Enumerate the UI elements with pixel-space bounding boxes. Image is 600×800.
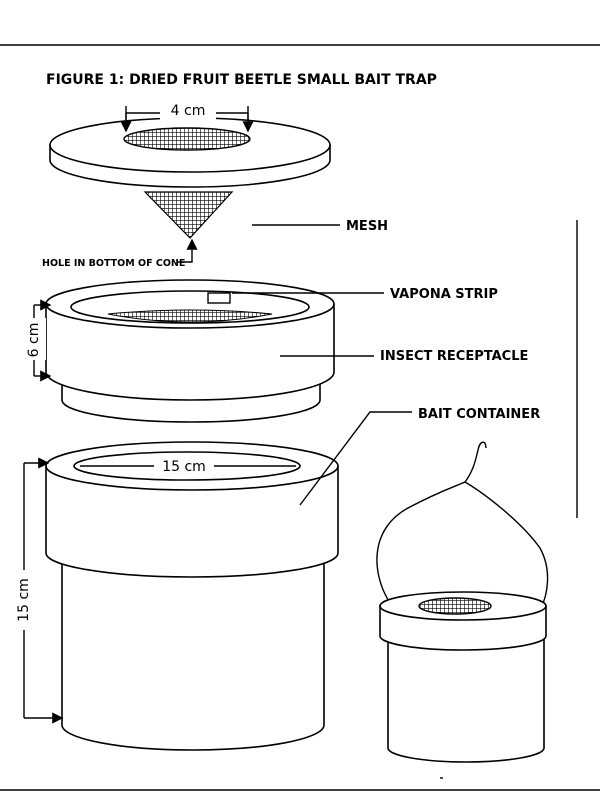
dim-15cm-width-label: 15 cm (162, 459, 206, 475)
mesh-cone (143, 191, 234, 239)
dim-4cm-label: 4 cm (171, 103, 206, 119)
dim-6cm-label: 6 cm (26, 323, 42, 358)
vapona-strip (207, 292, 231, 304)
bait-container: 15 cm 15 cm (10, 441, 339, 751)
insect-receptacle: 6 cm (22, 279, 335, 423)
hanger-hook (464, 441, 487, 483)
hole-leader (178, 238, 198, 263)
label-receptacle: INSECT RECEPTACLE (380, 349, 528, 364)
container-lower-body (61, 559, 325, 751)
label-mesh: MESH (346, 219, 388, 234)
dim-15cm-height-label: 15 cm (16, 578, 32, 622)
assembled-trap (376, 441, 549, 779)
assembled-mesh (418, 597, 492, 615)
container-upper-band (45, 465, 339, 578)
receptacle-mesh-floor (107, 309, 273, 323)
bait-leader (299, 411, 412, 506)
receptacle-body (45, 303, 335, 401)
lid-assembly: 4 cm (49, 100, 331, 239)
label-bait: BAIT CONTAINER (418, 407, 540, 422)
label-hole: HOLE IN BOTTOM OF CONE (42, 258, 185, 269)
lid-mesh-opening (123, 127, 251, 151)
assembled-lower-body (387, 639, 545, 763)
label-vapona: VAPONA STRIP (390, 287, 498, 302)
figure-title: FIGURE 1: DRIED FRUIT BEETLE SMALL BAIT … (46, 72, 437, 88)
hanger-string (376, 481, 549, 611)
